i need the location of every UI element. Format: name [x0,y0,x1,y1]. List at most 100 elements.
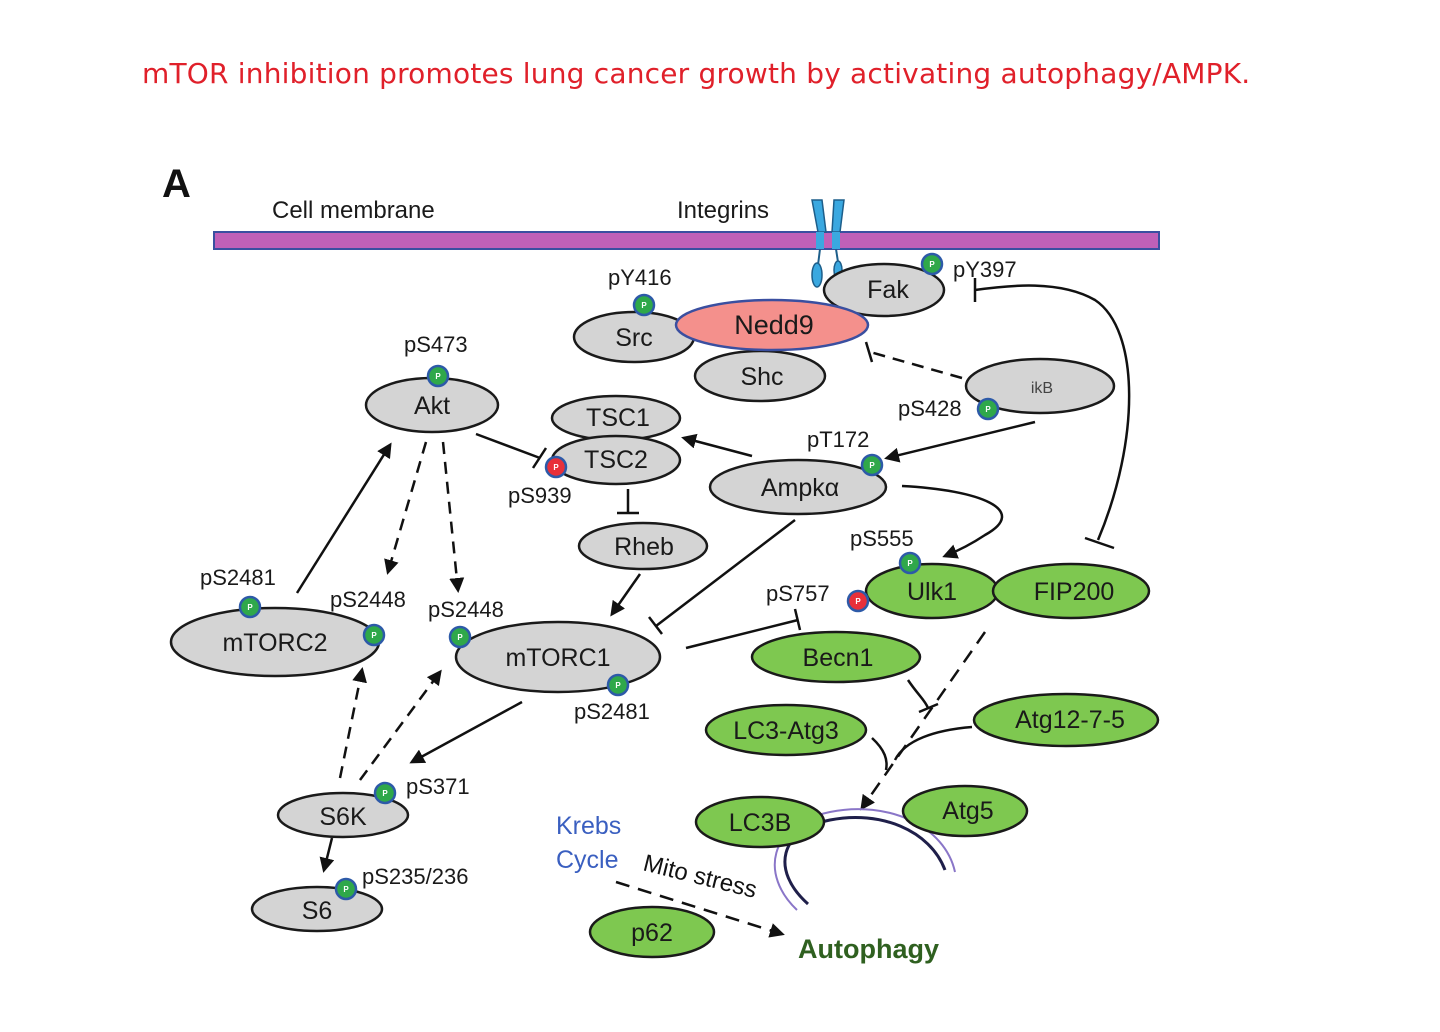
phospho-badge-mtorc1-2481-text: P [615,681,621,690]
site-ikb: pS428 [898,396,962,421]
node-mtorc1 [454,620,662,694]
site-src: pY416 [608,265,672,290]
site-mtorc1-2448: pS2448 [428,597,504,622]
phospho-badge-s6-text: P [343,885,349,894]
node-rheb [577,521,709,571]
mito-stress-label: Mito stress [641,850,760,904]
edge-mtorc1-s6k [409,700,523,764]
edge-atg1275 [893,725,973,761]
autophagy-label: Autophagy [798,934,939,964]
phospho-badge-mtorc1-2481 [606,673,630,697]
site-s6: pS235/236 [362,864,468,889]
site-ulk1-p555: pS555 [850,526,914,551]
node-p62 [588,905,716,959]
node-fak [822,262,946,318]
edge-rheb-mtorc1 [610,573,642,617]
phospho-badge-mtorc2-2481 [238,595,262,619]
phospho-badge-src-text: P [641,301,647,310]
phospho-badge-tsc2 [544,455,568,479]
node-fip200-label: FIP200 [1034,578,1115,606]
phospho-badge-ulk1-555-text: P [907,559,913,568]
edge-fip200-fak [974,284,1131,541]
phospho-badge-mtorc2-2448-text: P [371,631,377,640]
node-atg1275-label: Atg12-7-5 [1015,706,1125,734]
edge-ikb-nedd9 [869,350,963,380]
node-ikb-label: ikB [1031,380,1053,397]
krebs-label-line1: Krebs [556,812,621,840]
node-atg5 [901,784,1029,838]
edge-ampka-ulk1 [901,484,1004,559]
node-shc-label: Shc [740,363,783,391]
node-tsc2-label: TSC2 [584,446,648,474]
node-rheb-label: Rheb [614,533,674,561]
phospho-badge-src [632,293,656,317]
node-nedd9 [674,298,870,352]
node-ikb [964,357,1116,415]
node-tsc1-label: TSC1 [586,404,650,432]
node-lc3atg3-label: LC3-Atg3 [733,717,839,745]
cell-membrane [213,231,1160,250]
node-s6k-label: S6K [319,803,367,831]
phospho-badge-ulk1-757 [846,589,870,613]
phospho-badge-ulk1-555 [898,551,922,575]
site-mtorc2-2481: pS2481 [200,565,276,590]
edge-akt-mtorc1-dashed [441,441,465,593]
site-tsc2: pS939 [508,483,572,508]
site-s6k: pS371 [406,774,470,799]
phospho-badge-ampka-text: P [869,461,875,470]
site-fak: pY397 [953,257,1017,282]
edge-krebs-autophagy-dashed [615,880,785,938]
phospho-badge-ampka [860,453,884,477]
node-ulk1-label: Ulk1 [907,578,957,606]
phospho-badge-mtorc2-2448 [362,623,386,647]
edge-akt-tsc2 [475,432,541,460]
edge-mtorc2-akt [295,442,392,594]
edge-mtorc1-ulk1 [685,618,799,650]
node-fip200 [991,562,1151,620]
node-lc3atg3 [704,703,868,757]
edge-akt-mtorc2-dashed [384,441,428,575]
node-lc3b-label: LC3B [729,809,792,837]
node-fak-label: Fak [867,276,909,304]
node-ampka [708,458,888,516]
node-mtorc2-label: mTORC2 [222,629,327,657]
node-s6k [276,791,410,839]
phospho-badge-mtorc1-2448-text: P [457,633,463,642]
panel-label: A [162,162,191,206]
node-p62-label: p62 [631,919,673,947]
phospho-badge-mtorc2-2481-text: P [247,603,253,612]
phospho-badge-ikb [976,397,1000,421]
integrins-label: Integrins [677,197,769,224]
edge-s6k-mtorc2-dashed [338,667,367,779]
phospho-badge-tsc2-text: P [553,463,559,472]
edge-s6k-s6 [319,837,335,873]
node-nedd9-label: Nedd9 [734,310,814,340]
phospho-badge-s6 [334,877,358,901]
node-mtorc1-label: mTORC1 [505,644,610,672]
autophagosome-membrane [773,808,956,911]
site-ulk1-p757: pS757 [766,581,830,606]
phospho-badge-akt-text: P [435,372,441,381]
phospho-badge-ulk1-757-text: P [855,597,861,606]
phospho-badge-ikb-text: P [985,405,991,414]
node-src-label: Src [615,324,653,352]
node-ampka-label: Ampkα [761,474,839,502]
node-atg5-label: Atg5 [942,797,993,825]
node-becn1 [750,630,922,684]
node-becn1-label: Becn1 [803,644,874,672]
phospho-badge-s6k [373,781,397,805]
node-lc3b [694,795,826,849]
edge-ampka-mtorc1 [655,519,796,627]
phospho-badge-s6k-text: P [382,789,388,798]
edge-ikb-ampka [884,420,1036,463]
node-akt-label: Akt [414,392,450,420]
edge-ampka-tsc2 [681,433,753,458]
site-mtorc2-2448: pS2448 [330,587,406,612]
phospho-badge-akt [426,364,450,388]
site-akt: pS473 [404,332,468,357]
phospho-badge-fak-text: P [929,260,935,269]
edge-ulk1-lc3b-dashed [860,631,987,811]
node-atg1275 [972,692,1160,748]
site-ampka: pT172 [807,427,869,452]
